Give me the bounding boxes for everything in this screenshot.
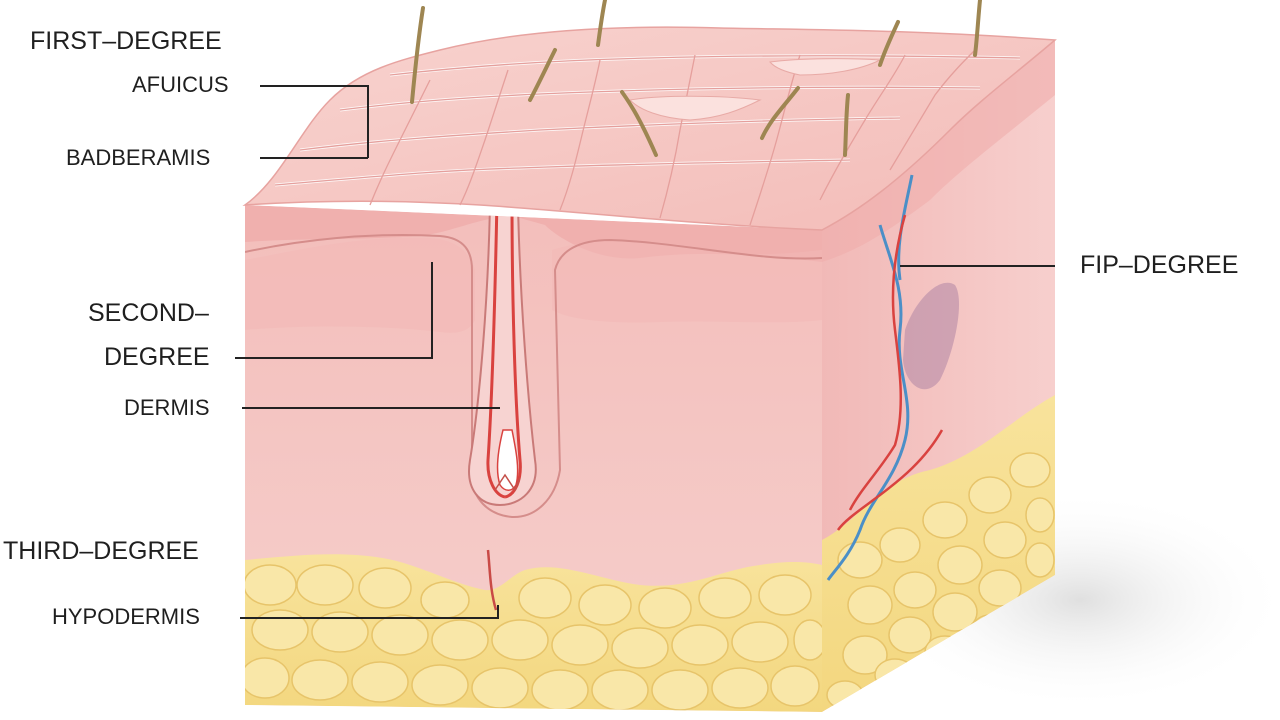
label-fip-degree: FIP–DEGREE xyxy=(1080,251,1239,279)
label-badberamis: BADBERAMIS xyxy=(66,145,211,170)
label-second-degree-line1: SECOND– xyxy=(88,299,209,327)
label-afuicus: AFUICUS xyxy=(132,72,229,97)
leader-lines xyxy=(235,85,1055,619)
label-hypodermis: HYPODERMIS xyxy=(52,604,200,629)
cube-side-face xyxy=(822,40,1055,712)
cube-top-face xyxy=(242,26,1057,231)
hair-strands xyxy=(410,0,982,157)
label-third-degree: THIRD–DEGREE xyxy=(3,537,199,565)
label-dermis: DERMIS xyxy=(124,395,210,420)
hypodermis-leader xyxy=(240,605,499,619)
label-second-degree-line2: DEGREE xyxy=(104,343,210,371)
cube-front-face xyxy=(245,205,822,712)
label-first-degree: FIRST–DEGREE xyxy=(30,27,222,55)
front-fat-lobules xyxy=(245,564,822,711)
afuicus-leader xyxy=(260,85,369,158)
second-degree-leader xyxy=(235,262,433,359)
